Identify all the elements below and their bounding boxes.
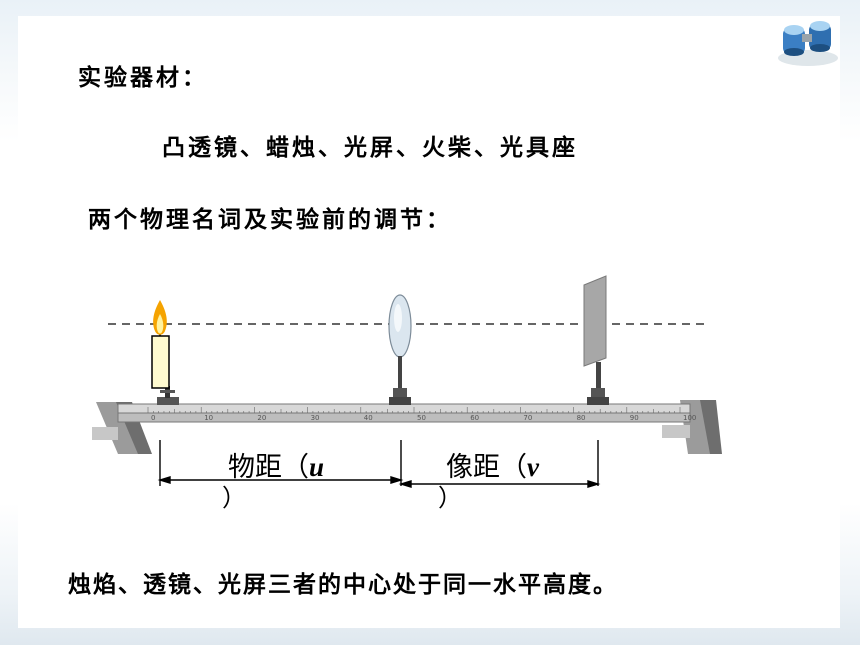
- scale-tick-label: 70: [523, 414, 532, 422]
- scale-tick-label: 20: [257, 414, 266, 422]
- scale-tick-label: 30: [311, 414, 320, 422]
- scale-tick-label: 80: [577, 414, 586, 422]
- scale-tick-label: 100: [683, 414, 696, 422]
- candle: [151, 331, 170, 389]
- candle-holder: [157, 386, 179, 405]
- materials-list: 凸透镜、蜡烛、光屏、火柴、光具座: [162, 134, 578, 161]
- bench-left-foot: [92, 402, 152, 454]
- object-distance-label: 物距（u: [228, 452, 325, 483]
- image-distance-label: 像距（v: [446, 452, 539, 483]
- scale-labels: 0 10 20 30 40 50 60 70 80 90 100: [151, 414, 696, 422]
- candle-flame: [153, 300, 167, 335]
- section-heading: 两个物理名词及实验前的调节：: [88, 206, 452, 233]
- light-screen: [583, 275, 609, 405]
- scale-tick-label: 40: [364, 414, 373, 422]
- image-distance-marker: [398, 440, 601, 488]
- binoculars-icon[interactable]: [775, 18, 841, 70]
- scale-tick-label: 50: [417, 414, 426, 422]
- page-title: 实验器材：: [78, 64, 208, 91]
- convex-lens: [388, 294, 412, 405]
- scale-tick-label: 60: [470, 414, 479, 422]
- scale-tick-label: 90: [630, 414, 639, 422]
- scale-tick-label: 0: [151, 414, 155, 422]
- scale-tick-label: 10: [204, 414, 213, 422]
- object-distance-close: ）: [222, 484, 246, 512]
- scale-ticks: [147, 407, 681, 413]
- image-distance-close: ）: [438, 484, 462, 512]
- object-distance-marker: [157, 440, 404, 486]
- conclusion-text: 烛焰、透镜、光屏三者的中心处于同一水平高度。: [68, 571, 618, 598]
